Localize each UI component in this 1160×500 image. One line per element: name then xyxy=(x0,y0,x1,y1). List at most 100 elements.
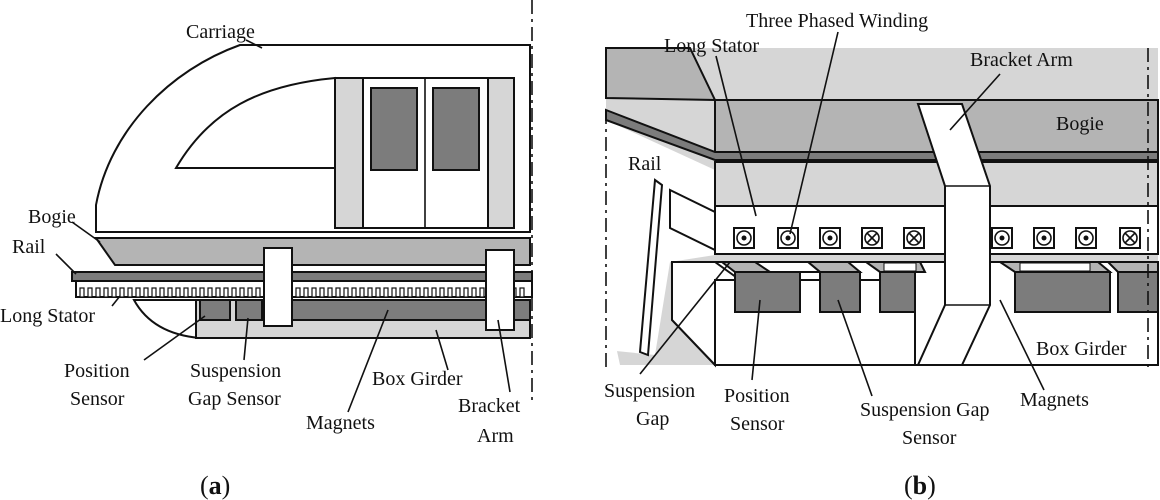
label-bogie-b: Bogie xyxy=(1056,113,1104,135)
stator-tooth xyxy=(199,287,205,298)
leader-box-girder xyxy=(435,329,449,371)
carriage-panel xyxy=(334,77,364,229)
carriage-window-2 xyxy=(432,87,480,171)
leader-rail xyxy=(55,253,77,275)
stator-tooth xyxy=(223,287,229,298)
magnet-b-3-top xyxy=(1105,261,1159,273)
leader-bogie xyxy=(71,221,101,243)
winding-dot-icon xyxy=(1033,227,1055,249)
magnet-b-1 xyxy=(879,271,916,313)
stator-tooth xyxy=(351,287,357,298)
stator-tooth xyxy=(295,287,301,298)
stator-tooth xyxy=(439,287,445,298)
label-gap-sensor-1: Suspension xyxy=(190,360,281,382)
label-suspension-gap-1: Suspension xyxy=(604,380,695,402)
caption-a: (a) xyxy=(200,471,230,500)
rail-edge-b xyxy=(669,188,716,252)
caption-a-letter: a xyxy=(209,471,222,500)
stator-tooth xyxy=(447,287,453,298)
stator-tooth xyxy=(455,287,461,298)
stator-tooth xyxy=(367,287,373,298)
stator-tooth xyxy=(191,287,197,298)
caption-a-open: ( xyxy=(200,471,209,500)
label-box-girder-b: Box Girder xyxy=(1036,338,1127,360)
rail-a xyxy=(71,271,533,282)
bracket-arm-a-2 xyxy=(485,249,515,331)
leader-long-stator xyxy=(111,295,121,307)
leader-bracket-arm xyxy=(497,319,511,393)
stator-tooth xyxy=(423,287,429,298)
stator-tooth xyxy=(207,287,213,298)
stator-tooth xyxy=(335,287,341,298)
stator-tooth xyxy=(103,287,109,298)
carriage-panel-right xyxy=(487,77,515,229)
stator-tooth xyxy=(415,287,421,298)
stator-tooth xyxy=(431,287,437,298)
panel-a: Carriage Bogie Rail Long Stator Position… xyxy=(0,0,533,500)
stator-tooth xyxy=(359,287,365,298)
label-gap-sensor-b-2: Sensor xyxy=(902,427,957,449)
stator-tooth xyxy=(135,287,141,298)
stator-tooth xyxy=(391,287,397,298)
magnet-b-2 xyxy=(1014,271,1111,313)
label-position-sensor-b-1: Position xyxy=(724,385,790,407)
stator-tooth xyxy=(175,287,181,298)
stator-tooth xyxy=(79,287,85,298)
leader-carriage xyxy=(245,39,263,49)
three-phased-winding-coils xyxy=(733,227,1141,249)
stator-tooth xyxy=(183,287,189,298)
stator-tooth xyxy=(327,287,333,298)
stator-tooth xyxy=(463,287,469,298)
label-suspension-gap-2: Gap xyxy=(636,408,669,430)
leader-long-stator-b xyxy=(715,55,757,217)
bogie-a xyxy=(94,237,531,266)
winding-dot-icon xyxy=(777,227,799,249)
winding-cross-icon xyxy=(1119,227,1141,249)
winding-cross-icon xyxy=(903,227,925,249)
label-position-sensor-1: Position xyxy=(64,360,130,382)
leader-suspension-gap xyxy=(639,261,731,375)
stator-tooth xyxy=(143,287,149,298)
stator-tooth xyxy=(319,287,325,298)
panel-b: Three Phased Winding Long Stator Bracket… xyxy=(604,10,1159,500)
caption-a-close: ) xyxy=(222,471,231,500)
stator-tooth xyxy=(247,287,253,298)
winding-dot-icon xyxy=(1075,227,1097,249)
label-long-stator: Long Stator xyxy=(0,305,95,327)
winding-dot-icon xyxy=(819,227,841,249)
position-sensor-b xyxy=(734,271,801,313)
leader-winding xyxy=(789,31,839,235)
stator-tooth xyxy=(479,287,485,298)
stator-tooth xyxy=(159,287,165,298)
stator-tooth xyxy=(215,287,221,298)
gap-stripe-1 xyxy=(751,261,823,273)
stator-tooth xyxy=(399,287,405,298)
stator-tooth xyxy=(95,287,101,298)
stator-tooth xyxy=(343,287,349,298)
label-rail: Rail xyxy=(12,236,46,258)
leader-gap-sensor xyxy=(243,317,249,361)
stator-tooth xyxy=(471,287,477,298)
leader-position-sensor xyxy=(143,315,206,361)
bracket-arm-a-1 xyxy=(263,247,293,327)
caption-b-open: ( xyxy=(904,471,913,500)
winding-dot-icon xyxy=(733,227,755,249)
label-box-girder: Box Girder xyxy=(372,368,463,390)
caption-b-close: ) xyxy=(927,471,936,500)
label-gap-sensor-2: Gap Sensor xyxy=(188,388,281,410)
winding-cross-icon xyxy=(861,227,883,249)
stator-tooth xyxy=(407,287,413,298)
label-position-sensor-b-2: Sensor xyxy=(730,413,785,435)
magnet-b-1-highlight xyxy=(883,262,917,272)
stator-tooth xyxy=(127,287,133,298)
stator-tooth xyxy=(151,287,157,298)
stator-face-b xyxy=(714,161,1159,207)
stator-tooth xyxy=(519,287,525,298)
stator-tooth xyxy=(255,287,261,298)
stator-tooth xyxy=(383,287,389,298)
stator-tooth xyxy=(303,287,309,298)
leader-magnets xyxy=(347,309,389,413)
carriage-window-1 xyxy=(370,87,418,171)
label-long-stator-b: Long Stator xyxy=(664,35,759,57)
magnet-b-2-highlight xyxy=(1019,262,1091,272)
